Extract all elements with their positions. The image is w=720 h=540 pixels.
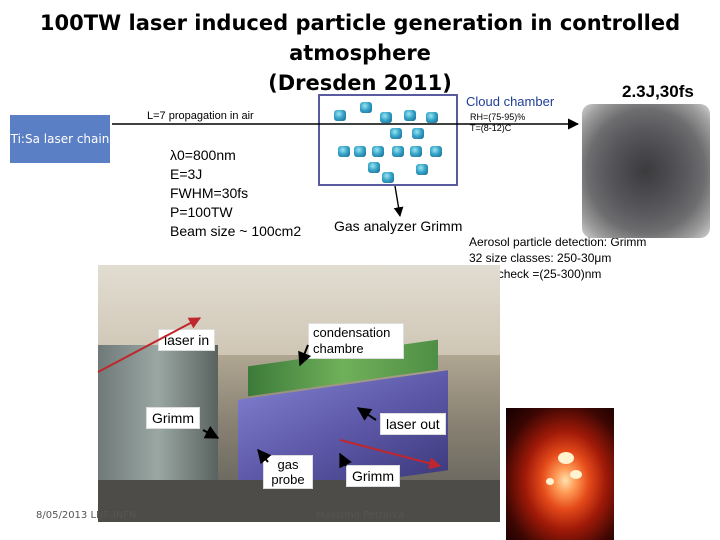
droplet-icon	[430, 146, 442, 157]
wavelength-text: λ0=800nm	[170, 147, 236, 163]
droplet-icon	[338, 146, 350, 157]
glow-spot	[570, 470, 582, 479]
droplet-icon	[354, 146, 366, 157]
droplet-icon	[392, 146, 404, 157]
energy-text: E=3J	[170, 166, 203, 182]
label-grimm-bottom: Grimm	[346, 465, 400, 487]
experiment-photo: laser in condensation chambre Grimm lase…	[98, 265, 500, 522]
label-grimm-left: Grimm	[146, 407, 200, 429]
aerosol-detection-text: Aerosol particle detection: Grimm 32 siz…	[469, 234, 646, 282]
aerosol-line: Nanocheck =(25-300)nm	[469, 267, 602, 281]
droplet-icon	[368, 162, 380, 173]
beam-imprint-image	[582, 104, 710, 238]
particle-glow-photo	[506, 408, 614, 540]
title-line-1: 100TW laser induced particle generation …	[39, 11, 681, 65]
label-condensation: condensation chambre	[308, 323, 404, 359]
chamber-conditions: RH=(75-95)% T=(8-12)C	[470, 112, 525, 134]
aerosol-line: Aerosol particle detection: Grimm	[469, 235, 647, 249]
droplet-icon	[416, 164, 428, 175]
glow-spot	[546, 478, 554, 485]
label-gas-probe: gas probe	[263, 455, 313, 489]
cloud-chamber-label: Cloud chamber	[466, 94, 555, 109]
power-text: P=100TW	[170, 204, 233, 220]
droplet-icon	[380, 112, 392, 123]
propagation-label: L=7 propagation in air	[147, 110, 254, 122]
temperature-text: T=(8-12)C	[470, 123, 512, 133]
laser-parameters: λ0=800nm E=3J FWHM=30fs P=100TW Beam siz…	[170, 146, 301, 241]
gas-analyzer-label: Gas analyzer Grimm	[334, 218, 463, 234]
droplet-icon	[334, 110, 346, 121]
humidity-text: RH=(75-95)%	[470, 112, 526, 122]
label-laser-out: laser out	[380, 413, 446, 435]
aerosol-line: 32 size classes: 250-30μm	[469, 251, 612, 265]
label-gas-probe-text: gas probe	[271, 457, 305, 487]
ti-sa-laser-box: Ti:Sa laser chain	[10, 115, 110, 163]
droplet-icon	[410, 146, 422, 157]
cloud-chamber-diagram	[318, 94, 458, 186]
droplet-icon	[390, 128, 402, 139]
chamber-to-analyzer-arrow	[393, 185, 404, 217]
energy-label: 2.3J,30fs	[622, 82, 694, 101]
slide-title: 100TW laser induced particle generation …	[0, 8, 720, 98]
droplet-icon	[382, 172, 394, 183]
label-condensation-text: condensation chambre	[313, 325, 391, 356]
title-line-2: (Dresden 2011)	[268, 71, 452, 95]
beam-size-text: Beam size ~ 100cm2	[170, 223, 302, 239]
droplet-icon	[372, 146, 384, 157]
droplet-icon	[426, 112, 438, 123]
droplet-icon	[412, 128, 424, 139]
droplet-icon	[404, 110, 416, 121]
label-laser-in: laser in	[158, 329, 216, 351]
fwhm-text: FWHM=30fs	[170, 185, 249, 201]
droplet-icon	[360, 102, 372, 113]
glow-spot	[558, 452, 574, 464]
footer-date: 8/05/2013 LNF-INFN	[36, 510, 137, 521]
footer-author: Massimo Petrarca	[316, 510, 405, 521]
